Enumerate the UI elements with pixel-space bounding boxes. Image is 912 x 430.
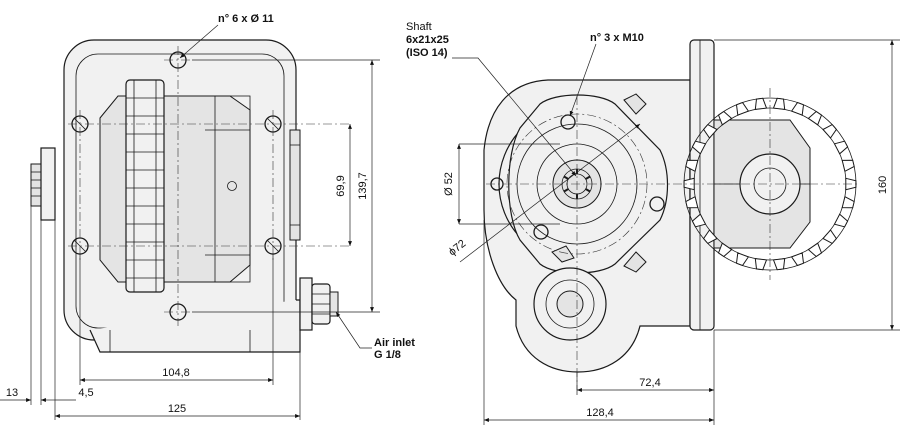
- gear-tooth: [790, 252, 805, 267]
- gear-tooth: [691, 213, 707, 228]
- gear-teeth-left: [126, 80, 164, 292]
- dim-13: 13: [6, 387, 18, 399]
- gear-tooth: [735, 101, 750, 116]
- spline-tooth: [563, 188, 569, 193]
- dim-139-7: 139,7: [357, 172, 369, 200]
- rib-low: [551, 245, 575, 263]
- gear-tooth: [685, 159, 699, 173]
- threaded-hole: [533, 224, 549, 240]
- dim-128-4: 128,4: [586, 407, 614, 419]
- spline-tooth: [563, 175, 569, 180]
- gear-tooth: [841, 195, 855, 209]
- gear-side-view: [125, 79, 165, 293]
- dim-69-9: 69,9: [335, 175, 347, 196]
- label-air-inlet-1: Air inlet: [374, 337, 415, 349]
- gear-tooth: [685, 195, 699, 209]
- flange-left-edge: [40, 147, 56, 221]
- label-air-inlet-2: G 1/8: [374, 349, 401, 361]
- side-plate: [289, 129, 301, 241]
- gear-tooth: [691, 140, 707, 155]
- small-port: [227, 181, 237, 191]
- gear-tooth: [754, 258, 768, 271]
- gear-tooth: [841, 159, 855, 173]
- gear-tooth: [772, 97, 786, 110]
- gear-tooth: [790, 101, 805, 116]
- fitting-tip: [329, 291, 339, 317]
- spline-tooth: [585, 188, 591, 193]
- label-shaft-2: 6x21x25: [406, 34, 449, 46]
- gear-tooth: [717, 110, 733, 126]
- gear-tooth: [683, 177, 695, 191]
- label-bolt-holes: n° 6 x Ø 11: [218, 13, 274, 25]
- gear-tooth: [807, 242, 823, 258]
- gear-tooth: [822, 229, 838, 245]
- gear-tooth: [822, 123, 838, 139]
- rib-top: [623, 93, 647, 115]
- dim-d52: Ø 52: [443, 172, 455, 196]
- shaft-stub-left: [30, 163, 42, 207]
- spline-tooth: [585, 175, 591, 180]
- gear-tooth: [772, 258, 786, 271]
- dim-d72: ϕ72: [446, 238, 468, 259]
- gear-tooth: [807, 110, 823, 126]
- gear-tooth: [702, 229, 718, 245]
- threaded-hole: [560, 114, 576, 130]
- lower-port-ring: [545, 279, 595, 329]
- gear-tooth: [754, 97, 768, 110]
- dim-72-4: 72,4: [639, 377, 660, 389]
- dim-125: 125: [168, 403, 186, 415]
- gear-tooth: [833, 140, 849, 155]
- label-shaft-3: (ISO 14): [406, 47, 448, 59]
- fitting-base: [299, 277, 313, 331]
- dim-160: 160: [877, 176, 889, 194]
- gear-tooth: [735, 252, 750, 267]
- dim-104-8: 104,8: [162, 367, 190, 379]
- front-view: 69,9 139,7 n° 6 x Ø 11 Air inlet G 1/8 1…: [0, 13, 415, 420]
- label-threaded-holes: n° 3 x M10: [590, 32, 644, 44]
- lower-port-bore: [556, 290, 584, 318]
- threaded-hole: [649, 196, 665, 212]
- dim-4-5: 4,5: [78, 387, 93, 399]
- gear-tooth: [702, 123, 718, 139]
- rib-bottom: [623, 251, 647, 273]
- side-view: Ø 52 ϕ72 Shaft 6x21x25 (ISO 14) n° 3 x M…: [406, 21, 900, 425]
- label-shaft-1: Shaft: [406, 21, 432, 33]
- gear-tooth: [833, 213, 849, 228]
- gear-tooth: [717, 242, 733, 258]
